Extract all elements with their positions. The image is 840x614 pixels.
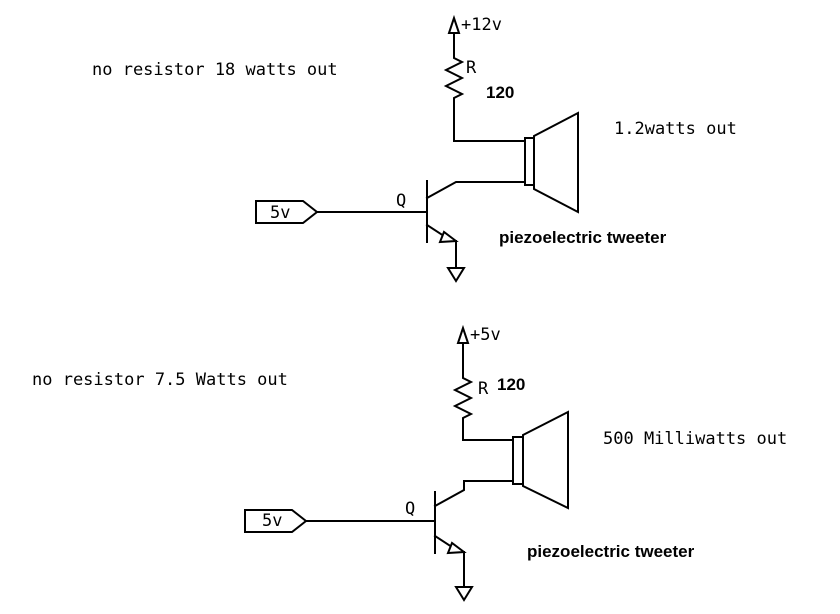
circuit-2-resistor-value: 120 <box>497 375 525 394</box>
circuit-1-collector-wire <box>425 181 526 200</box>
circuit-1-input-label: 5v <box>270 203 290 223</box>
circuit-1-supply-arrow-icon <box>447 14 461 56</box>
circuit-1-speaker-icon <box>524 111 579 214</box>
circuit-2-supply-label: +5v <box>470 325 501 345</box>
circuit-2-transistor-icon <box>433 491 467 555</box>
circuit-2-speaker-top-wire <box>462 421 514 441</box>
circuit-1-speaker-label: piezoelectric tweeter <box>499 228 667 247</box>
circuit-1: no resistor 18 watts out +12v R 120 1.2w… <box>92 14 737 283</box>
circuit-1-resistor-icon <box>443 55 465 102</box>
circuit-2-speaker-label: piezoelectric tweeter <box>527 542 695 561</box>
circuit-2-ground-icon <box>454 586 474 602</box>
circuit-1-speaker-top-wire <box>453 101 526 142</box>
circuit-1-supply-label: +12v <box>461 15 502 35</box>
circuit-1-ground-icon <box>446 267 466 283</box>
circuit-2-transistor-label: Q <box>405 499 415 519</box>
circuit-2-supply-arrow-icon <box>456 324 470 374</box>
circuit-2-input-port-icon <box>244 509 308 533</box>
circuit-2-output-label: 500 Milliwatts out <box>603 429 787 449</box>
circuit-2-resistor-label: R <box>478 379 489 399</box>
circuit-2-note: no resistor 7.5 Watts out <box>32 370 288 390</box>
circuit-2-collector-wire <box>433 480 514 508</box>
circuit-1-transistor-label: Q <box>396 191 406 211</box>
circuit-1-resistor-label: R <box>466 58 477 78</box>
circuit-2-speaker-icon <box>512 410 569 510</box>
circuit-2-resistor-icon <box>452 373 474 422</box>
circuit-1-resistor-value: 120 <box>486 83 514 102</box>
circuit-2-input-label: 5v <box>262 511 282 531</box>
circuit-2: no resistor 7.5 Watts out +5v R 120 500 … <box>32 324 787 602</box>
circuit-1-input-port-icon <box>255 200 319 224</box>
circuit-1-note: no resistor 18 watts out <box>92 60 338 80</box>
circuit-1-output-label: 1.2watts out <box>614 119 737 139</box>
circuit-1-transistor-icon <box>425 180 459 244</box>
